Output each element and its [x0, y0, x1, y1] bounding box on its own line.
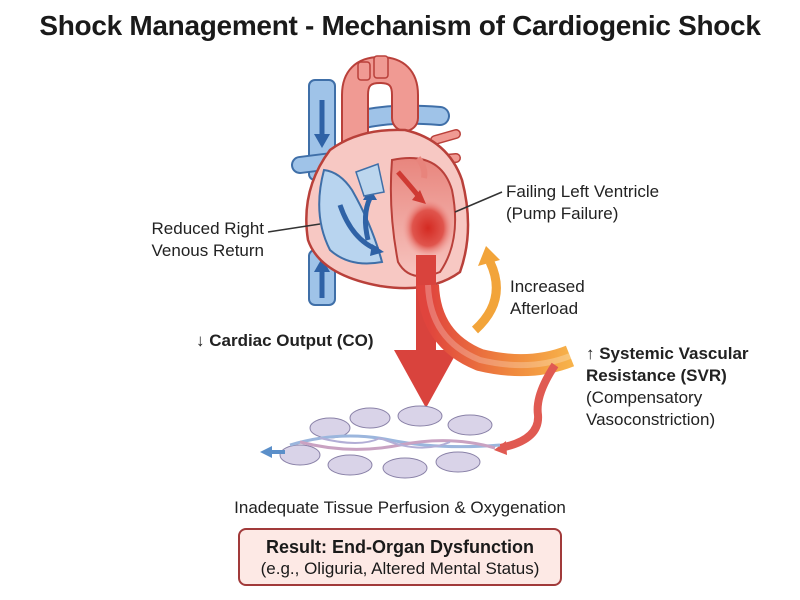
failing-lv-label: Failing Left Ventricle (Pump Failure): [506, 182, 660, 223]
afterload-arrow: [471, 246, 501, 334]
leader-failing-lv: [454, 191, 503, 213]
reduced-rv-label: Reduced Right Venous Return: [151, 219, 264, 260]
capillary-bed: [260, 405, 501, 479]
cardiac-output-label: ↓ Cardiac Output (CO): [196, 331, 374, 350]
systemic-outflow: [417, 284, 575, 455]
leader-reduced-rv: [267, 223, 321, 233]
result-box: Result: End-Organ Dysfunction (e.g., Oli…: [238, 528, 562, 586]
venous-return-arrow: [260, 446, 272, 458]
result-title: Result: End-Organ Dysfunction: [265, 537, 534, 557]
svr-label: ↑ Systemic Vascular Resistance (SVR) (Co…: [586, 344, 749, 429]
page-title: Shock Management - Mechanism of Cardioge…: [39, 10, 761, 41]
result-examples: (e.g., Oliguria, Altered Mental Status): [260, 559, 540, 578]
peripheral-artery: [499, 362, 559, 452]
heart: [305, 128, 470, 290]
infarct-zone: [402, 198, 454, 258]
afterload-label: Increased Afterload: [510, 277, 585, 318]
perfusion-label: Inadequate Tissue Perfusion & Oxygenatio…: [234, 498, 566, 517]
